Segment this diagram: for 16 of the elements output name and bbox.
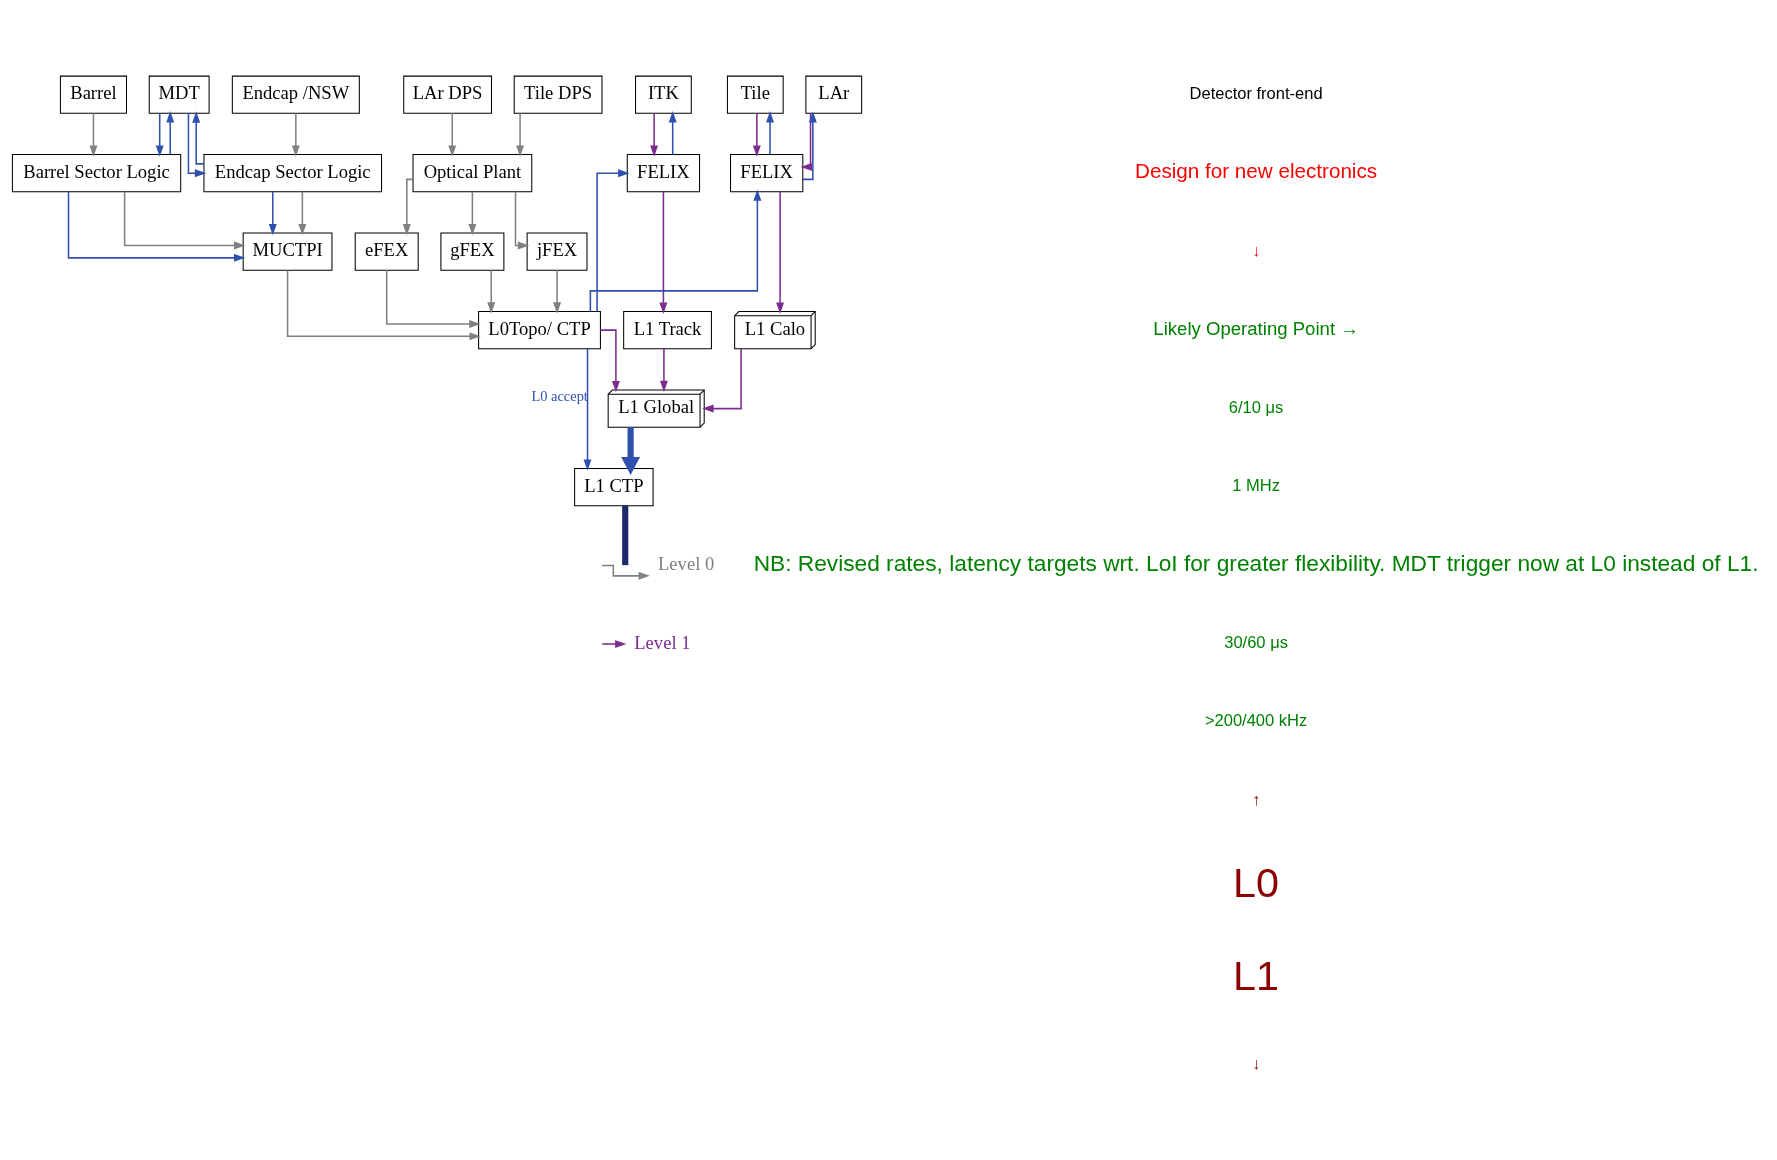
label: ↓ xyxy=(1251,240,1261,260)
label: NB: Revised rates, latency targets wrt. LoI for greater flexibility. MDT trigger now at L0 instead of L1. xyxy=(753,550,1759,577)
legend-label: Level 0 xyxy=(658,553,715,575)
label: >200/400 kHz xyxy=(1204,711,1308,731)
label: Likely Operating Point → xyxy=(1153,317,1359,339)
label: L1 xyxy=(1233,952,1280,999)
label: 6/10 μs xyxy=(1228,397,1284,417)
label: Detector front-end xyxy=(1189,83,1323,103)
edge-label: L0 accept xyxy=(531,387,588,404)
legend-label: Level 1 xyxy=(634,631,691,653)
label: Design for new electronics xyxy=(1135,159,1378,183)
label: 30/60 μs xyxy=(1224,632,1288,652)
label: ↑ xyxy=(1251,789,1261,809)
label: L0 xyxy=(1233,859,1280,906)
label: ↓ xyxy=(1251,1054,1261,1074)
label: 1 MHz xyxy=(1232,476,1280,495)
